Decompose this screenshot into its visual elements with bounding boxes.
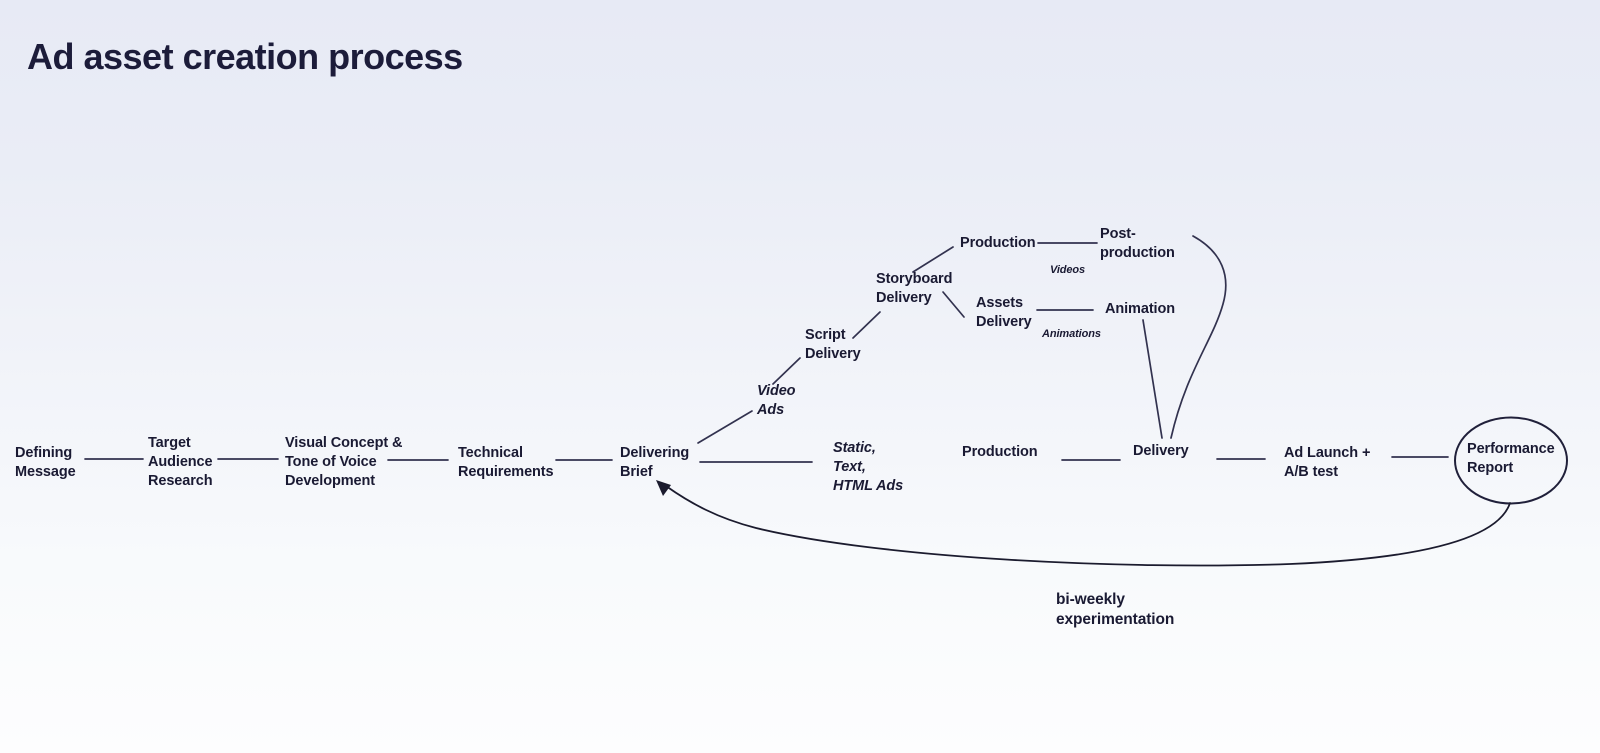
feedback-curve — [666, 486, 1510, 566]
node-defining-message: Defining Message — [15, 445, 76, 480]
node-target-audience-research: Target Audience Research — [148, 435, 213, 489]
node-script-delivery: Script Delivery — [805, 327, 861, 362]
node-delivering-brief: Delivering Brief — [620, 445, 690, 480]
feedback-arrowhead-icon — [656, 480, 671, 496]
annotation-bi-weekly-experimentation: bi-weekly experimentation — [1056, 591, 1175, 628]
node-production-main: Production — [962, 444, 1038, 460]
node-video-ads: Video Ads — [757, 383, 796, 418]
page-title: Ad asset creation process — [27, 36, 463, 77]
node-visual-concept: Visual Concept & Tone of Voice Developme… — [285, 435, 403, 489]
connector-videoads-script — [773, 358, 800, 384]
performance-report-ellipse — [1455, 418, 1567, 504]
node-performance-report: Performance Report — [1467, 441, 1555, 476]
annotation-videos: Videos — [1050, 264, 1086, 276]
connector-postproduction-delivery — [1171, 236, 1226, 438]
connector-animation-delivery — [1143, 320, 1162, 438]
connector-brief-videoads — [698, 411, 752, 443]
connector-storyboard-production — [913, 247, 953, 272]
node-static-text-html-ads: Static, Text, HTML Ads — [833, 440, 904, 494]
node-production-video: Production — [960, 235, 1036, 251]
node-ad-launch-ab-test: Ad Launch + A/B test — [1284, 445, 1371, 480]
annotation-animations: Animations — [1042, 328, 1101, 340]
connector-script-storyboard — [853, 312, 880, 338]
node-post-production: Post- production — [1100, 226, 1175, 261]
node-delivery: Delivery — [1133, 443, 1189, 459]
connector-storyboard-assets — [943, 292, 964, 317]
node-assets-delivery: Assets Delivery — [976, 295, 1032, 330]
node-animation: Animation — [1105, 301, 1175, 317]
node-technical-requirements: Technical Requirements — [458, 445, 554, 480]
node-storyboard-delivery: Storyboard Delivery — [876, 271, 953, 306]
